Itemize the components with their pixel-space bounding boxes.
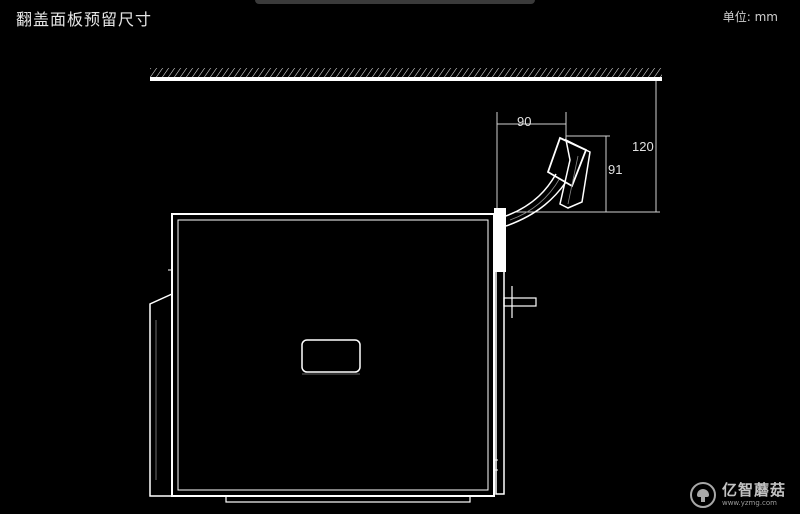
appliance-body (149, 208, 537, 503)
window-top-bar (255, 0, 535, 4)
flip-panel (505, 136, 591, 227)
watermark-name: 亿智蘑菇 (721, 481, 786, 499)
page-title: 翻盖面板预留尺寸 (16, 10, 153, 29)
unit-label: 单位: mm (722, 10, 778, 24)
dimension-label-vertical-outer: 120 (632, 139, 654, 154)
watermark-url: www.yzmg.com (721, 499, 777, 507)
dimension-label-vertical-inner: 91 (608, 162, 623, 177)
mushroom-logo-icon (689, 482, 716, 508)
ceiling-surface (150, 68, 662, 81)
watermark: 亿智蘑菇 www.yzmg.com (689, 481, 786, 508)
dimension-lines (496, 81, 660, 213)
dimension-label-horizontal: 90 (517, 114, 532, 129)
